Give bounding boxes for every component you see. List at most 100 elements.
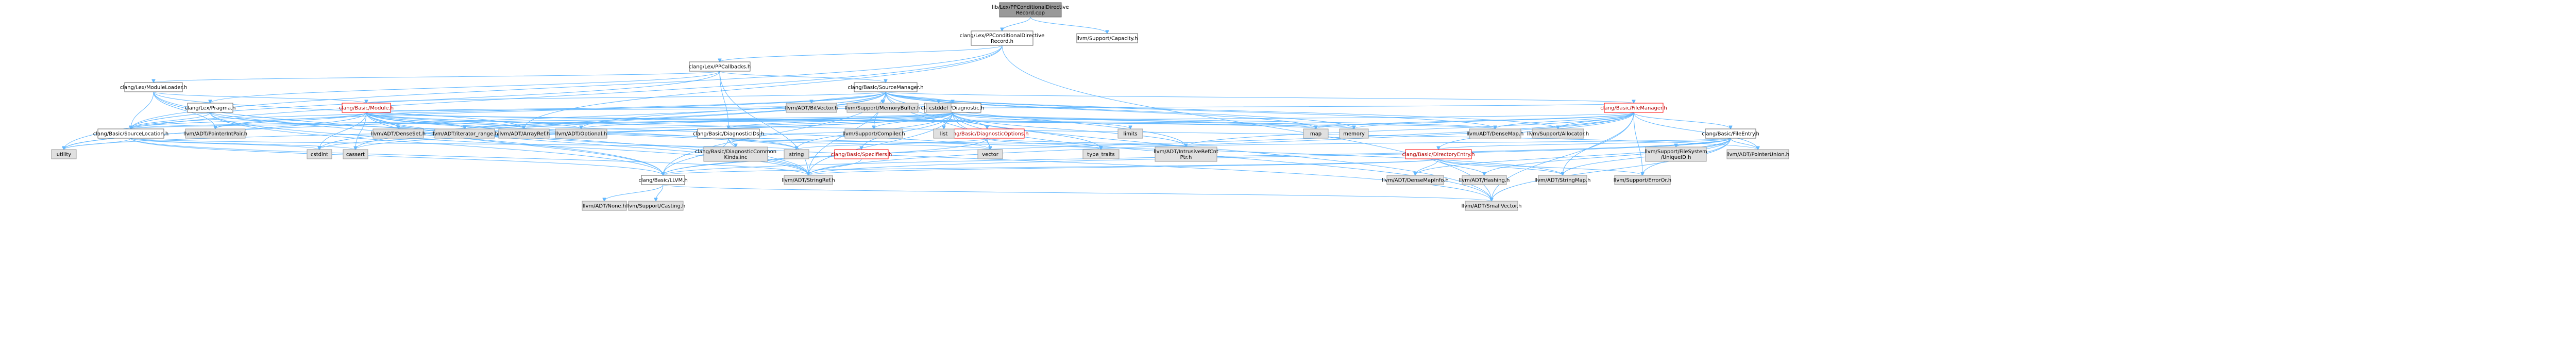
include-edge-filemanager-to-erroror: [1633, 112, 1642, 175]
include-edge-sourcemanager-to-allocator: [885, 91, 1558, 129]
node-label: llvm/ADT/SmallVector.h: [1462, 204, 1522, 209]
include-edge-fileentry-to-densemapinfo: [1415, 138, 1731, 175]
include-edge-fileentry-to-directoryentry: [1438, 138, 1731, 150]
include-edge-module-to-sourcelocation: [131, 112, 367, 129]
node-label: clang/Basic/FileEntry.h: [1702, 132, 1759, 137]
node-label: Record.h: [991, 39, 1013, 44]
include-edge-sourcemanager-to-cassert: [355, 91, 886, 150]
node-diagnosticoptions[interactable]: clang/Basic/DiagnosticOptions.h: [945, 128, 1029, 139]
node-box: [582, 201, 627, 211]
include-edge-sourcelocation-to-utility: [64, 138, 131, 150]
include-edge-module-to-filemanager: [366, 103, 1634, 113]
node-label: llvm/Support/Compiler.h: [842, 132, 905, 137]
node-label: llvm/Support/MemoryBuffer.h: [844, 106, 920, 111]
node-specifiers[interactable]: clang/Basic/Specifiers.h: [831, 149, 892, 159]
include-edge-filemanager-to-allocator: [1558, 112, 1634, 129]
node-label: llvm/ADT/StringRef.h: [782, 178, 835, 184]
include-edge-filemanager-to-fileentry: [1633, 112, 1731, 129]
node-directoryentry[interactable]: clang/Basic/DirectoryEntry.h: [1402, 149, 1475, 159]
include-edge-filemanager-to-sourcelocation: [131, 112, 1634, 129]
node-label: memory: [1343, 132, 1365, 137]
node-label: llvm/ADT/ArrayRef.h: [498, 132, 550, 137]
node-label: llvm/Support/Allocator.h: [1527, 132, 1589, 137]
node-llvm-h[interactable]: clang/Basic/LLVM.h: [638, 175, 688, 185]
node-capacity[interactable]: llvm/Support/Capacity.h: [1076, 33, 1138, 43]
include-edge-filemanager-to-intrusiverefcntptr: [1186, 112, 1634, 147]
node-casting: llvm/Support/Casting.h: [626, 201, 685, 211]
node-box: [784, 175, 833, 185]
node-label: clang/Lex/Pragma.h: [185, 106, 236, 111]
node-label: clang/Lex/ModuleLoader.h: [120, 85, 187, 91]
include-edge-filemanager-to-stringref: [808, 112, 1634, 175]
include-edge-filemanager-to-llvm_h: [663, 112, 1634, 175]
node-box: [1462, 175, 1507, 185]
include-edge-moduleloader-to-sourcelocation: [131, 91, 154, 129]
include-edge-sourcemanager-to-vector: [885, 91, 990, 150]
node-box: [343, 149, 368, 159]
node-label: llvm/ADT/None.h: [583, 204, 626, 209]
node-module[interactable]: clang/Basic/Module.h: [339, 103, 394, 113]
include-edge-sourcelocation-to-cstdint: [130, 138, 319, 150]
node-iterator-range: llvm/ADT/iterator_range.h: [431, 128, 498, 139]
node-filesystem-uid: llvm/Support/FileSystem/UniqueID.h: [1645, 146, 1707, 162]
node-filemanager[interactable]: clang/Basic/FileManager.h: [1600, 103, 1667, 113]
node-diagnosticids[interactable]: clang/Basic/DiagnosticIDs.h: [693, 128, 765, 139]
include-edge-diagnosticids-to-intrusiverefcntptr: [728, 138, 1186, 147]
node-label: clang/Basic/Diagnostic.h: [921, 106, 985, 111]
node-label: clang/Basic/FileManager.h: [1600, 106, 1667, 111]
node-label: clang/Lex/PPConditionalDirective: [960, 33, 1045, 39]
include-edge-directoryentry-to-stringmap: [1438, 158, 1563, 175]
include-edge-sourcemanager-to-sourcelocation: [131, 91, 886, 129]
node-box: [977, 149, 1003, 159]
include-edge-filemanager-to-pointerunion: [1633, 112, 1758, 150]
include-edge-ppcdr_h-to-ppcallbacks: [720, 45, 1003, 62]
node-box: [628, 201, 684, 211]
node-allocator: llvm/Support/Allocator.h: [1527, 128, 1589, 139]
node-label: llvm/Support/ErrorOr.h: [1614, 178, 1671, 184]
node-ppcallbacks[interactable]: clang/Lex/PPCallbacks.h: [689, 61, 751, 72]
node-label: cstdint: [311, 152, 328, 158]
node-pragma[interactable]: clang/Lex/Pragma.h: [185, 103, 236, 113]
include-edge-diagnosticoptions-to-type_traits: [987, 138, 1101, 150]
include-edge-fileentry-to-stringref: [808, 138, 1731, 175]
include-edge-sourcemanager-to-memory: [885, 91, 1354, 129]
node-box: [187, 103, 233, 113]
node-sourcemanager[interactable]: clang/Basic/SourceManager.h: [848, 82, 924, 92]
node-box: [51, 149, 77, 159]
node-box: [124, 82, 183, 92]
include-edge-filemanager-to-memory: [1354, 112, 1634, 129]
node-string: string: [784, 149, 809, 159]
include-edge-module-to-cassert: [355, 112, 367, 150]
include-edge-module-to-pointerintpair: [215, 112, 367, 129]
include-edge-module-to-stringref: [366, 112, 808, 175]
node-label: clang/Basic/Specifiers.h: [831, 152, 892, 158]
node-vector: vector: [977, 149, 1003, 159]
node-label: lib/Lex/PPConditionalDirective: [992, 5, 1069, 10]
node-label: clang/Basic/DiagnosticIDs.h: [693, 132, 765, 137]
node-box: [697, 128, 760, 139]
include-edge-fileentry-to-pointerunion: [1730, 138, 1758, 150]
node-fileentry[interactable]: clang/Basic/FileEntry.h: [1702, 128, 1759, 139]
node-map: map: [1303, 128, 1329, 139]
node-label: llvm/ADT/PointerUnion.h: [1726, 152, 1789, 158]
node-box: [834, 149, 889, 159]
node-sourcelocation[interactable]: clang/Basic/SourceLocation.h: [93, 128, 168, 139]
include-edge-sourcemanager-to-filemanager: [885, 91, 1634, 103]
node-smallvector: llvm/ADT/SmallVector.h: [1462, 201, 1522, 211]
node-label: Record.cpp: [1016, 10, 1045, 16]
include-edge-filemanager-to-smallvector: [1492, 112, 1634, 201]
node-box: [1705, 128, 1756, 139]
include-edge-module-to-arrayref: [366, 112, 524, 129]
node-moduleloader[interactable]: clang/Lex/ModuleLoader.h: [120, 82, 187, 92]
node-memory: memory: [1339, 128, 1369, 139]
node-label: clang/Basic/DiagnosticCommon: [695, 149, 776, 155]
include-edge-diagnostic-to-intrusiverefcntptr: [952, 112, 1186, 147]
node-label: Ptr.h: [1180, 155, 1192, 160]
node-cassert: cassert: [343, 149, 368, 159]
include-edge-diagnosticids-to-vector: [728, 138, 990, 150]
include-edge-directoryentry-to-densemapinfo: [1415, 158, 1439, 175]
include-edge-diagnosticids-to-stringref: [728, 138, 808, 175]
